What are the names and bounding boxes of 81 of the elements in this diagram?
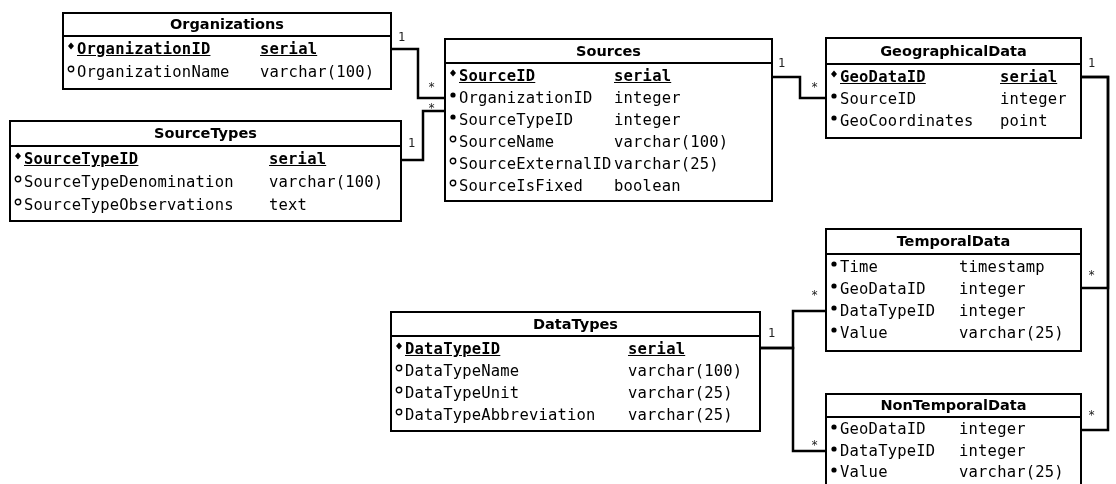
relationship-line <box>402 109 444 162</box>
column-type: integer <box>614 109 681 131</box>
relationship-line <box>392 47 444 100</box>
entity-table <box>825 393 1082 484</box>
column-name: DataTypeID <box>840 300 936 322</box>
column-type: varchar(25) <box>628 404 733 426</box>
cardinality-label: * <box>428 101 436 115</box>
cardinality-label: 1 <box>398 30 406 44</box>
column-name: DataTypeID <box>405 338 501 360</box>
column-name: DataTypeName <box>405 360 520 382</box>
entity-table <box>825 37 1082 139</box>
cardinality-label: 1 <box>778 56 786 70</box>
column-name: SourceName <box>459 131 555 153</box>
column-name: DataTypeAbbreviation <box>405 404 596 426</box>
cardinality-label: 1 <box>408 136 416 150</box>
column-name: Value <box>840 462 888 484</box>
table-title: SourceTypes <box>11 122 400 147</box>
column-type: serial <box>614 65 672 87</box>
cardinality-label: 1 <box>1088 56 1096 70</box>
column-name: GeoCoordinates <box>840 110 974 132</box>
column-name: SourceID <box>840 88 917 110</box>
table-title: Sources <box>446 40 771 64</box>
column-name: GeoDataID <box>840 66 926 88</box>
column-type: integer <box>959 440 1026 462</box>
column-type: integer <box>959 278 1026 300</box>
column-name: GeoDataID <box>840 419 926 441</box>
column-type: varchar(100) <box>628 360 743 382</box>
cardinality-label: * <box>811 80 819 94</box>
column-type: serial <box>628 338 686 360</box>
cardinality-label: 1 <box>768 326 776 340</box>
table-title: TemporalData <box>827 230 1080 255</box>
entity-table <box>825 228 1082 352</box>
cardinality-label: * <box>428 80 436 94</box>
column-name: OrganizationID <box>459 87 593 109</box>
table-title: DataTypes <box>392 313 759 337</box>
column-name: Time <box>840 256 879 278</box>
column-name: SourceID <box>459 65 536 87</box>
column-type: text <box>269 194 308 217</box>
column-type: varchar(25) <box>628 382 733 404</box>
column-type: varchar(25) <box>959 322 1064 344</box>
column-name: SourceExternalID <box>459 153 612 175</box>
entity-table <box>444 38 773 202</box>
entity-table <box>390 311 761 432</box>
column-type: varchar(25) <box>614 153 719 175</box>
column-name: DataTypeID <box>840 440 936 462</box>
column-name: OrganizationID <box>77 38 211 61</box>
relationship-line <box>1082 75 1110 432</box>
relationship-line <box>761 346 825 453</box>
column-type: serial <box>260 38 318 61</box>
column-name: DataTypeUnit <box>405 382 520 404</box>
column-type: boolean <box>614 175 681 197</box>
column-type: integer <box>614 87 681 109</box>
table-title: GeographicalData <box>827 39 1080 65</box>
table-title: Organizations <box>64 14 390 37</box>
cardinality-label: * <box>1088 268 1096 282</box>
table-title: NonTemporalData <box>827 395 1080 418</box>
column-name: SourceIsFixed <box>459 175 583 197</box>
column-type: varchar(25) <box>959 462 1064 484</box>
column-type: integer <box>959 300 1026 322</box>
column-type: integer <box>959 419 1026 441</box>
column-type: serial <box>1000 66 1058 88</box>
column-type: varchar(100) <box>269 171 384 194</box>
column-type: varchar(100) <box>260 61 375 84</box>
column-type: varchar(100) <box>614 131 729 153</box>
column-name: SourceTypeID <box>459 109 574 131</box>
relationship-line <box>773 75 825 100</box>
column-type: timestamp <box>959 256 1045 278</box>
entity-table <box>9 120 402 222</box>
column-type: point <box>1000 110 1048 132</box>
column-name: SourceTypeDenomination <box>24 171 234 194</box>
column-name: OrganizationName <box>77 61 230 84</box>
column-name: Value <box>840 322 888 344</box>
cardinality-label: * <box>1088 408 1096 422</box>
column-type: serial <box>269 148 327 171</box>
column-name: GeoDataID <box>840 278 926 300</box>
entity-table <box>62 12 392 90</box>
column-name: SourceTypeID <box>24 148 139 171</box>
cardinality-label: * <box>811 288 819 302</box>
cardinality-label: * <box>811 438 819 452</box>
column-type: integer <box>1000 88 1067 110</box>
column-name: SourceTypeObservations <box>24 194 234 217</box>
